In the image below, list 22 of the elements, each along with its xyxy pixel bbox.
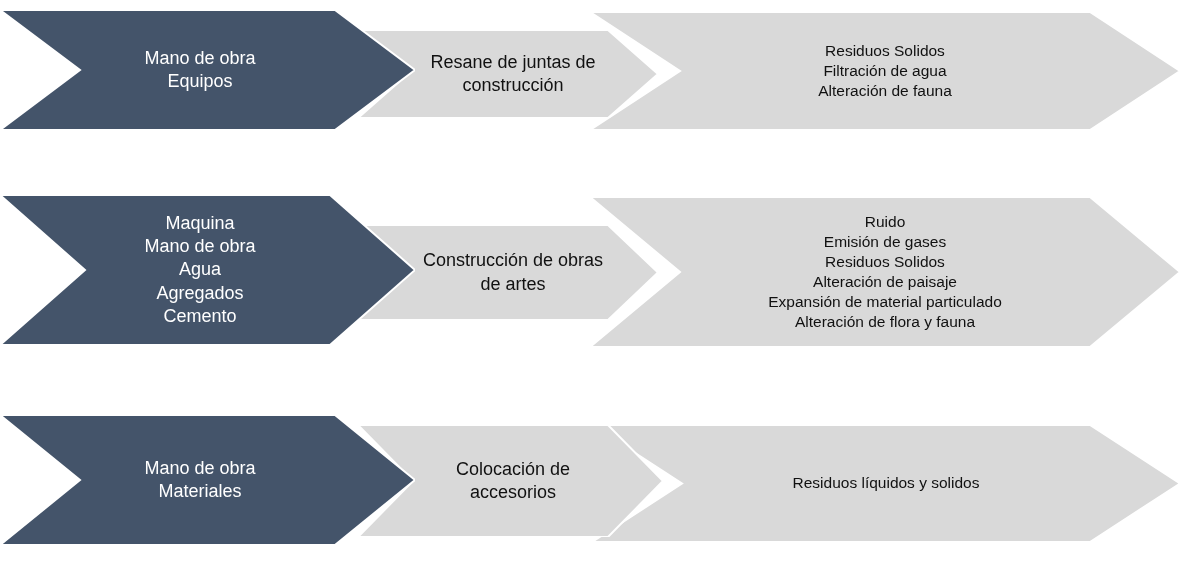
chevron-label: Ruido — [864, 211, 906, 232]
chevron-label: Filtración de agua — [823, 60, 947, 81]
chevron-label: Agregados — [156, 281, 244, 305]
chevron-label: Mano de obra — [144, 46, 256, 70]
chevron-label: Colocación de accesorios — [454, 457, 572, 504]
chevron-label: Mano de obra — [144, 456, 256, 480]
chevron-label: Materiales — [158, 480, 242, 503]
chevron-label: Cemento — [163, 305, 237, 329]
chevron-label: Alteración de fauna — [818, 81, 952, 102]
chevron-label: Mano de obra — [144, 234, 256, 258]
chevron-label: Emisión de gases — [823, 231, 947, 252]
chevron-label: Construcción de obras de artes — [421, 249, 605, 296]
chevron-label: Alteración de flora y fauna — [794, 312, 976, 333]
chevron-label: Alteración de paisaje — [813, 272, 957, 292]
chevron-label: Residuos Solidos — [825, 251, 945, 272]
chevron-label: Expansión de material particulado — [768, 292, 1002, 313]
chevron-label: Residuos Solidos — [825, 40, 945, 61]
chevron-label: Maquina — [165, 211, 235, 235]
chevron-label: Resane de juntas de construcción — [429, 50, 597, 97]
chevron-label: Residuos líquidos y solidos — [792, 473, 980, 494]
chevron-label: Equipos — [167, 70, 233, 93]
chevron-label: Agua — [178, 258, 221, 282]
